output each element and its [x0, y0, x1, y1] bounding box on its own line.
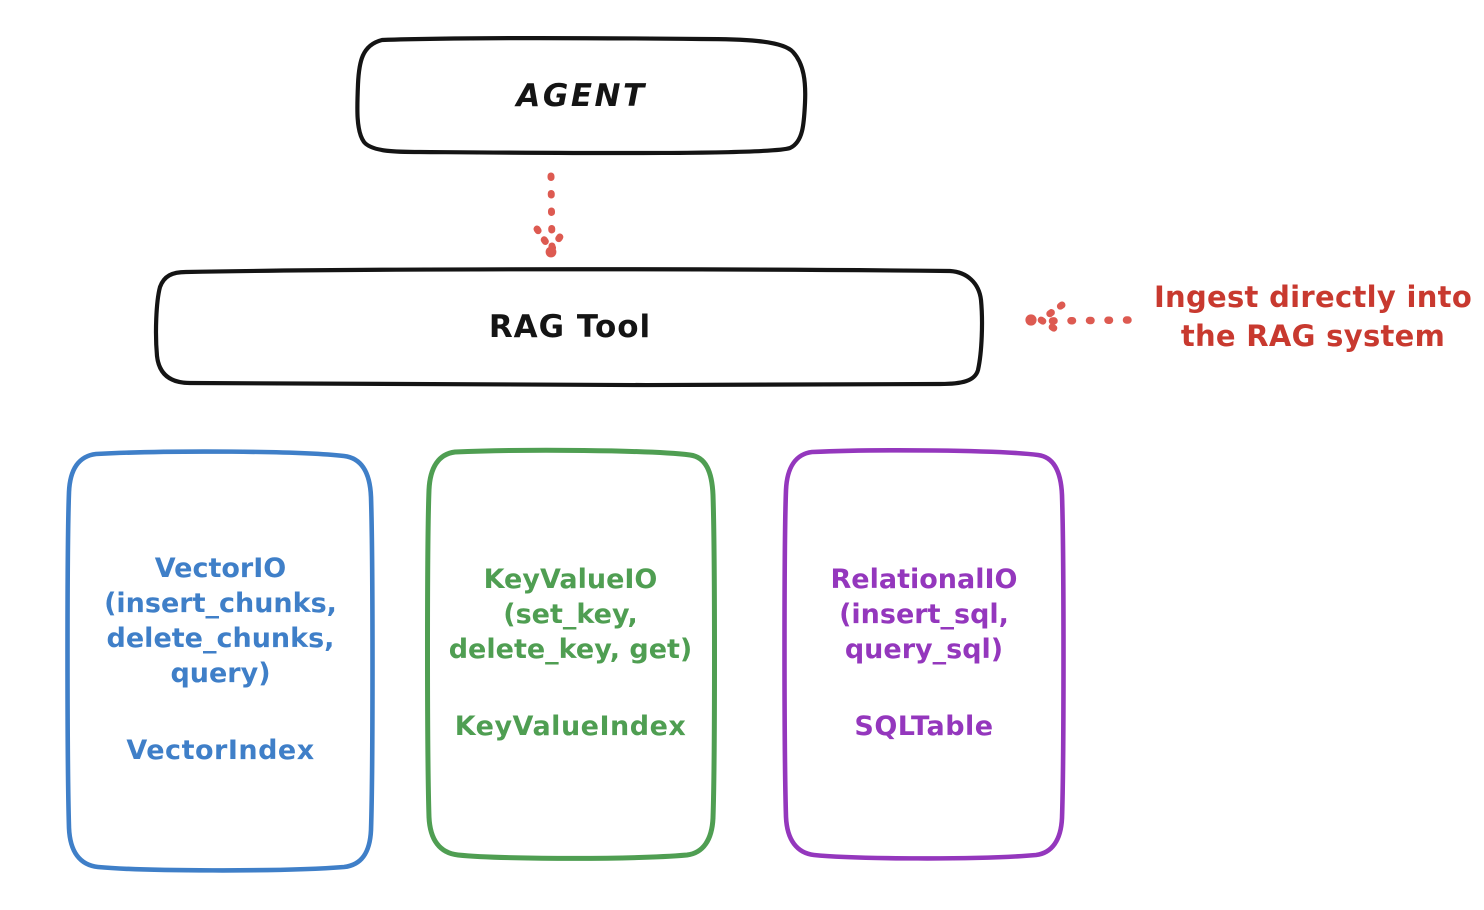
key-value-io-signature: (set_key, delete_key, get) [448, 598, 693, 665]
agent-label: AGENT [516, 77, 647, 114]
key-value-io-box-outline [425, 447, 717, 861]
relational-io-content: RelationalIO (insert_sql, query_sql) SQL… [785, 562, 1063, 744]
node-agent[interactable]: AGENT [357, 38, 806, 153]
agent-box-outline [355, 35, 808, 156]
node-key-value-io[interactable]: KeyValueIO (set_key, delete_key, get) Ke… [428, 450, 713, 856]
node-vector-io[interactable]: VectorIO (insert_chunks, delete_chunks, … [68, 450, 373, 869]
vector-index-label: VectorIndex [126, 735, 315, 767]
ingest-annotation-text: Ingest directly into the RAG system [1153, 280, 1473, 354]
annotation-arrow [1025, 301, 1132, 338]
key-value-io-title: KeyValueIO [483, 563, 658, 595]
sql-table-label: SQLTable [854, 711, 994, 743]
rag-tool-box-outline [153, 267, 985, 388]
vector-io-title: VectorIO [154, 552, 287, 584]
relational-io-signature: (insert_sql, query_sql) [839, 598, 1009, 665]
node-rag-tool[interactable]: RAG Tool [157, 270, 983, 384]
relational-io-box-outline [782, 448, 1066, 861]
node-relational-io[interactable]: RelationalIO (insert_sql, query_sql) SQL… [785, 450, 1063, 856]
agent-to-rag-arrow [533, 172, 570, 258]
vector-io-box-outline [65, 449, 375, 873]
relational-io-title: RelationalIO [830, 563, 1018, 595]
vector-io-signature: (insert_chunks, delete_chunks, query) [104, 587, 337, 690]
key-value-io-content: KeyValueIO (set_key, delete_key, get) Ke… [428, 562, 713, 744]
rag-tool-label: RAG Tool [488, 309, 652, 345]
key-value-index-label: KeyValueIndex [454, 711, 687, 743]
vector-io-content: VectorIO (insert_chunks, delete_chunks, … [68, 551, 373, 768]
